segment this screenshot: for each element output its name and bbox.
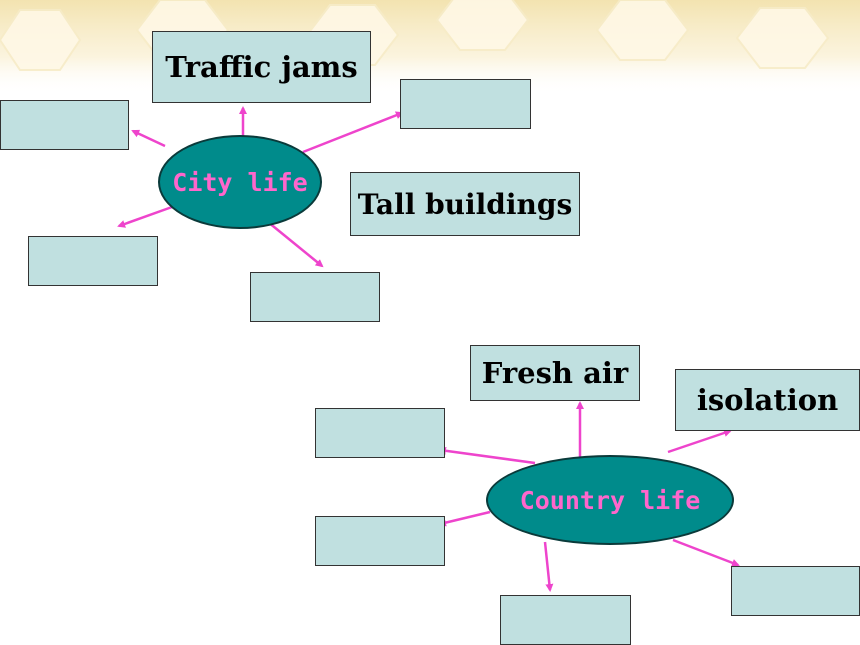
country-life-label: Country life (519, 485, 701, 515)
arrow-to-blank-bottom-right (672, 538, 740, 567)
arrow-to-blank-upper-left (438, 446, 536, 465)
city-life-node: City life (158, 135, 322, 229)
blank-box-country-upper-left (315, 408, 445, 458)
blank-box-city-top-right (400, 79, 531, 129)
isolation-box: isolation (675, 369, 860, 431)
country-life-node: Country life (486, 455, 734, 545)
arrow-to-isolation (667, 429, 732, 454)
city-life-label: City life (172, 167, 308, 197)
hexagon-shape (735, 7, 830, 69)
blank-box-city-bottom-left (28, 236, 158, 286)
hexagon-shape (595, 0, 690, 61)
hexagon-shape (0, 9, 82, 71)
arrow-to-blank-lower-left (438, 510, 491, 527)
arrow-to-blank-left (131, 129, 166, 148)
arrow-to-blank-bottom (543, 541, 554, 592)
blank-box-country-bottom-right (731, 566, 860, 616)
traffic-jams-label: Traffic jams (165, 50, 358, 84)
tall-buildings-box: Tall buildings (350, 172, 580, 236)
fresh-air-label: Fresh air (481, 356, 629, 390)
blank-box-city-left (0, 100, 129, 150)
tall-buildings-label: Tall buildings (357, 187, 573, 221)
arrow-to-blank-bottom-left (117, 205, 173, 228)
blank-box-city-bottom (250, 272, 380, 322)
blank-box-country-bottom (500, 595, 631, 645)
blank-box-country-lower-left (315, 516, 445, 566)
arrow-to-blank-bottom (267, 221, 324, 268)
isolation-label: isolation (696, 383, 839, 417)
traffic-jams-box: Traffic jams (152, 31, 371, 103)
hexagon-shape (435, 0, 530, 51)
arrow-to-blank-top-right (302, 111, 404, 154)
fresh-air-box: Fresh air (470, 345, 640, 401)
